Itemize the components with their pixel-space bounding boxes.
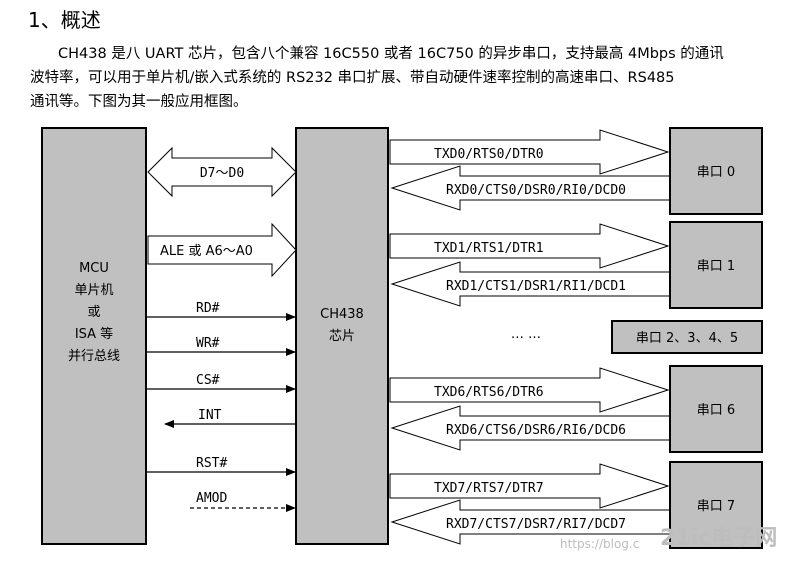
port7-tx-arrow xyxy=(389,463,670,509)
port6-block xyxy=(669,365,763,453)
data-bus-arrow xyxy=(147,146,297,198)
port0-tx-label: TXD0/RTS0/DTR0 xyxy=(434,147,544,162)
port6-rx-arrow xyxy=(390,405,671,451)
port0-rx-label: RXD0/CTS0/DSR0/RI0/DCD0 xyxy=(446,183,626,198)
port0-block xyxy=(669,127,763,215)
mcu-block xyxy=(41,127,147,545)
mcu-label-2: 单片机 xyxy=(74,283,113,298)
int-signal-label: INT xyxy=(198,408,222,423)
intro-paragraph-line-2: 波特率，可以用于单片机/嵌入式系统的 RS232 串口扩展、带自动硬件速率控制的… xyxy=(30,70,675,86)
port1-tx-label: TXD1/RTS1/DTR1 xyxy=(434,241,544,256)
ports-2-5-label: 串口 2、3、4、5 xyxy=(636,331,738,346)
port6-rx-label: RXD6/CTS6/DSR6/RI6/DCD6 xyxy=(446,423,626,438)
mcu-label-3: 或 xyxy=(87,305,100,320)
rd-signal-label: RD# xyxy=(196,301,220,316)
section-heading: 1、概述 xyxy=(28,8,101,32)
port1-label: 串口 1 xyxy=(697,259,735,274)
port1-rx-arrow xyxy=(390,261,671,307)
port6-tx-label: TXD6/RTS6/DTR6 xyxy=(434,385,544,400)
chip-label-1: CH438 xyxy=(320,307,364,322)
watermark-logo: 21ic电子网 xyxy=(660,526,777,551)
ch438-chip-block xyxy=(295,127,389,545)
intro-paragraph-line-1: CH438 是八 UART 芯片，包含八个兼容 16C550 或者 16C750… xyxy=(58,46,724,62)
port7-rx-arrow xyxy=(390,499,671,545)
port0-label: 串口 0 xyxy=(697,165,735,180)
port6-tx-arrow xyxy=(389,367,670,413)
wr-signal-label: WR# xyxy=(196,336,220,351)
mcu-label-1: MCU xyxy=(79,261,109,276)
port7-label: 串口 7 xyxy=(697,499,735,514)
port7-block xyxy=(669,461,763,549)
mcu-label-4: ISA 等 xyxy=(75,326,113,342)
watermark-url: https://blog.c xyxy=(560,537,639,551)
port7-tx-label: TXD7/RTS7/DTR7 xyxy=(434,481,544,496)
address-bus-label: ALE 或 A6～A0 xyxy=(160,244,253,259)
ports-2-5-block xyxy=(611,320,763,354)
cs-signal-label: CS# xyxy=(196,373,220,388)
port0-tx-arrow xyxy=(389,129,670,175)
port1-tx-arrow xyxy=(389,223,670,269)
port1-block xyxy=(669,221,763,309)
data-bus-label: D7～D0 xyxy=(200,166,244,181)
port0-rx-arrow xyxy=(390,165,671,211)
amod-signal-label: AMOD xyxy=(196,491,227,506)
port7-rx-label: RXD7/CTS7/DSR7/RI7/DCD7 xyxy=(446,517,626,532)
port1-rx-label: RXD1/CTS1/DSR1/RI1/DCD1 xyxy=(446,279,626,294)
intro-paragraph-line-3: 通讯等。下图为其一般应用框图。 xyxy=(30,94,248,110)
ports-ellipsis: … … xyxy=(511,327,541,342)
chip-label-2: 芯片 xyxy=(329,329,355,344)
rst-signal-label: RST# xyxy=(196,456,227,471)
address-bus-arrow xyxy=(147,222,297,278)
port6-label: 串口 6 xyxy=(697,403,735,418)
mcu-label-5: 并行总线 xyxy=(68,349,120,364)
